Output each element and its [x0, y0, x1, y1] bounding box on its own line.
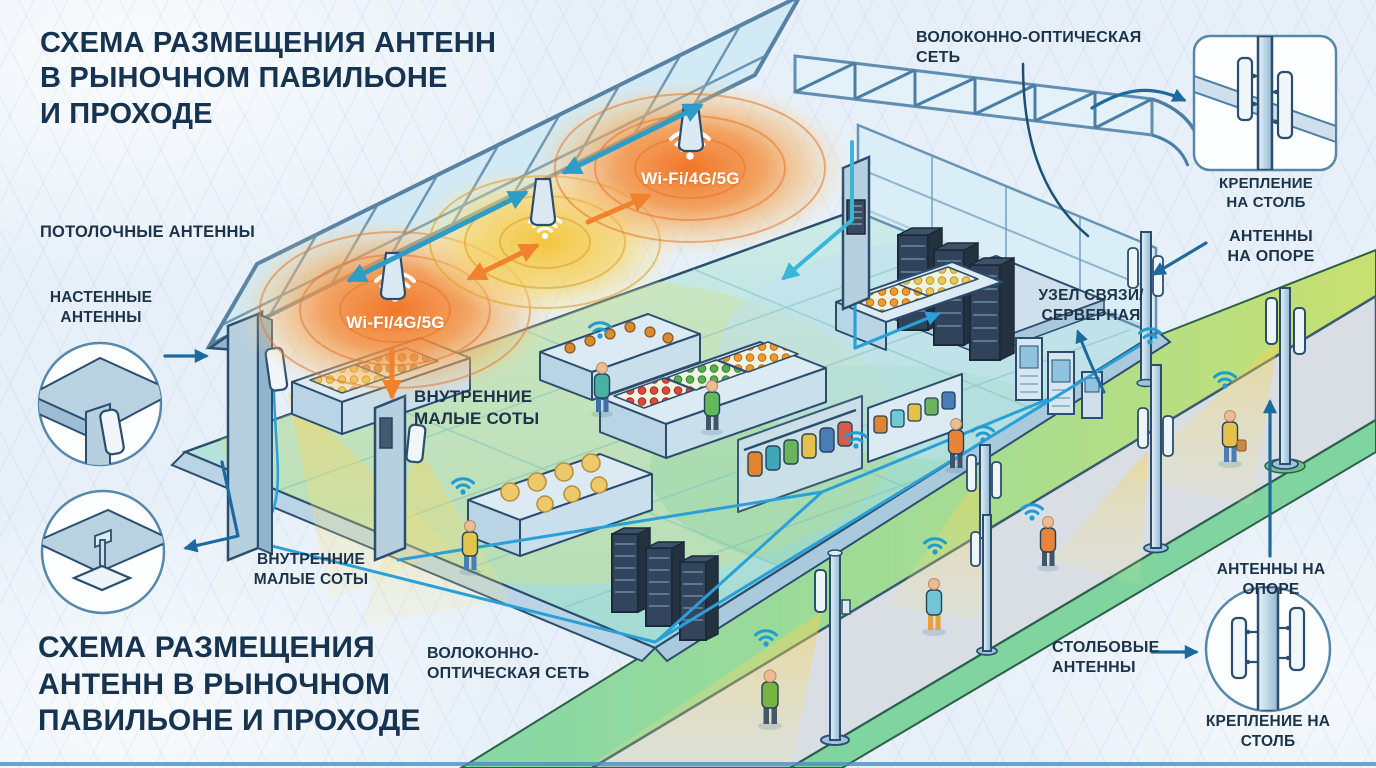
pole-inner-top: [1127, 231, 1164, 388]
label-comm-node: УЗЕЛ СВЯЗИ/ СЕРВЕРНАЯ: [1038, 287, 1144, 324]
coverage-flow-arrows: [346, 103, 854, 400]
label-pole-mount-top: КРЕПЛЕНИЕ НА СТОЛБ: [1219, 175, 1313, 212]
roof-truss: [793, 54, 1204, 167]
diagram-title-top: СХЕМА РАЗМЕЩЕНИЯ АНТЕНН В РЫНОЧНОМ ПАВИЛ…: [40, 27, 497, 130]
pole-walkway-4: [1264, 287, 1306, 474]
left-pillar-wall-antenna: [226, 312, 289, 562]
leader-arrows: [163, 62, 1278, 660]
label-pole-antennas: СТОЛБОВЫЕ АНТЕННЫ: [1052, 639, 1160, 677]
equipment-cabinets: [1015, 337, 1103, 419]
diagram-title-bottom: СХЕМА РАЗМЕЩЕНИЯ АНТЕНН В РЫНОЧНОМ ПАВИЛ…: [38, 631, 421, 738]
label-antennas-on-support-top: АНТЕННЫ НА ОПОРЕ: [1227, 228, 1315, 266]
inset-pole-mount-top: [1192, 34, 1338, 172]
label-pole-mount-bottom: КРЕПЛЕНИЕ НА СТОЛБ: [1205, 713, 1331, 750]
pole-walkway-1: [814, 549, 851, 746]
inset-pole-mount-bottom: [1204, 585, 1332, 713]
label-antennas-on-support-bottom: АНТЕННЫ НА ОПОРЕ: [1216, 561, 1326, 598]
antenna-poles: [814, 231, 1306, 746]
indoor-coverage-cones: [288, 392, 992, 625]
label-wifi-coverage-right: Wi-Fi/4G/5G: [641, 169, 740, 188]
inset-ceiling-small-cell: [40, 489, 166, 615]
label-small-cells-bottom: ВНУТРЕННИЕ МАЛЫЕ СОТЫ: [253, 551, 369, 588]
people: [459, 362, 1247, 730]
label-ceiling-antennas: ПОТОЛОЧНЫЕ АНТЕННЫ: [40, 223, 255, 241]
label-fiber-optic-bottom: ВОЛОКОННО- ОПТИЧЕСКАЯ СЕТЬ: [427, 645, 590, 683]
back-pillar: [841, 155, 871, 311]
label-fiber-optic-top: ВОЛОКОННО-ОПТИЧЕСКАЯ СЕТЬ: [916, 29, 1142, 67]
bottom-border-line: [0, 762, 1376, 766]
pole-walkway-2: [970, 514, 998, 656]
label-wifi-coverage-left: Wi-FI/4G/5G: [346, 313, 445, 332]
label-small-cells-center: ВНУТРЕННИЕ МАЛЫЕ СОТЫ: [414, 387, 540, 428]
inset-wall-antenna: [37, 341, 163, 467]
small-cell-antenna-icon: [405, 423, 427, 464]
pole-walkway-3: [1137, 364, 1174, 554]
outdoor-coverage-cones: [588, 340, 1278, 766]
label-wall-antennas: НАСТЕННЫЕ АНТЕННЫ: [49, 289, 153, 326]
